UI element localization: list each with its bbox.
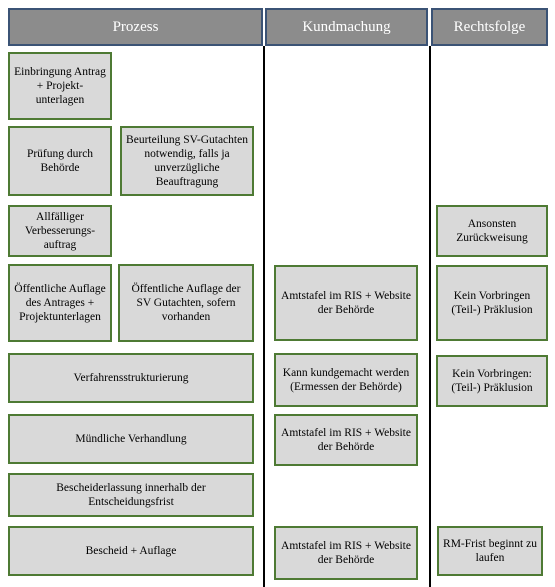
box-rm-frist: RM-Frist beginnt zu laufen [437, 526, 543, 576]
box-praeklusion-1: Kein Vorbringen (Teil-) Präklusion [436, 265, 548, 341]
box-zurueckweisung: Ansonsten Zurückweisung [436, 205, 548, 257]
box-oeffentliche-auflage: Öffentliche Auflage des Antrages + Proje… [8, 264, 112, 342]
box-amtstafel-2: Amtstafel im RIS + Website der Behörde [274, 414, 418, 466]
box-einbringung: Einbringung Antrag + Projekt-unterlagen [8, 52, 112, 120]
box-pruefung: Prüfung durch Behörde [8, 126, 112, 196]
header-prozess: Prozess [8, 8, 263, 46]
box-amtstafel-3: Amtstafel im RIS + Website der Behörde [274, 526, 418, 580]
box-sv-auflage: Öffentliche Auflage der SV Gutachten, so… [118, 264, 254, 342]
box-muendliche-verhandlung: Mündliche Verhandlung [8, 414, 254, 464]
box-verfahrensstrukturierung: Verfahrensstrukturierung [8, 353, 254, 403]
box-kundgemacht: Kann kundgemacht werden (Ermessen der Be… [274, 353, 418, 407]
box-verbesserung: Allfälliger Verbesserungs-auftrag [8, 205, 112, 257]
box-bescheiderlassung: Bescheiderlassung innerhalb der Entschei… [8, 473, 254, 517]
column-divider-1 [263, 46, 265, 587]
column-divider-2 [429, 46, 431, 587]
box-praeklusion-2: Kein Vorbringen: (Teil-) Präklusion [436, 355, 548, 407]
box-beurteilung: Beurteilung SV-Gutachten notwendig, fall… [120, 126, 254, 196]
header-kundmachung: Kundmachung [265, 8, 428, 46]
box-bescheid: Bescheid + Auflage [8, 526, 254, 576]
header-rechtsfolge: Rechtsfolge [431, 8, 548, 46]
box-amtstafel-1: Amtstafel im RIS + Website der Behörde [274, 265, 418, 341]
